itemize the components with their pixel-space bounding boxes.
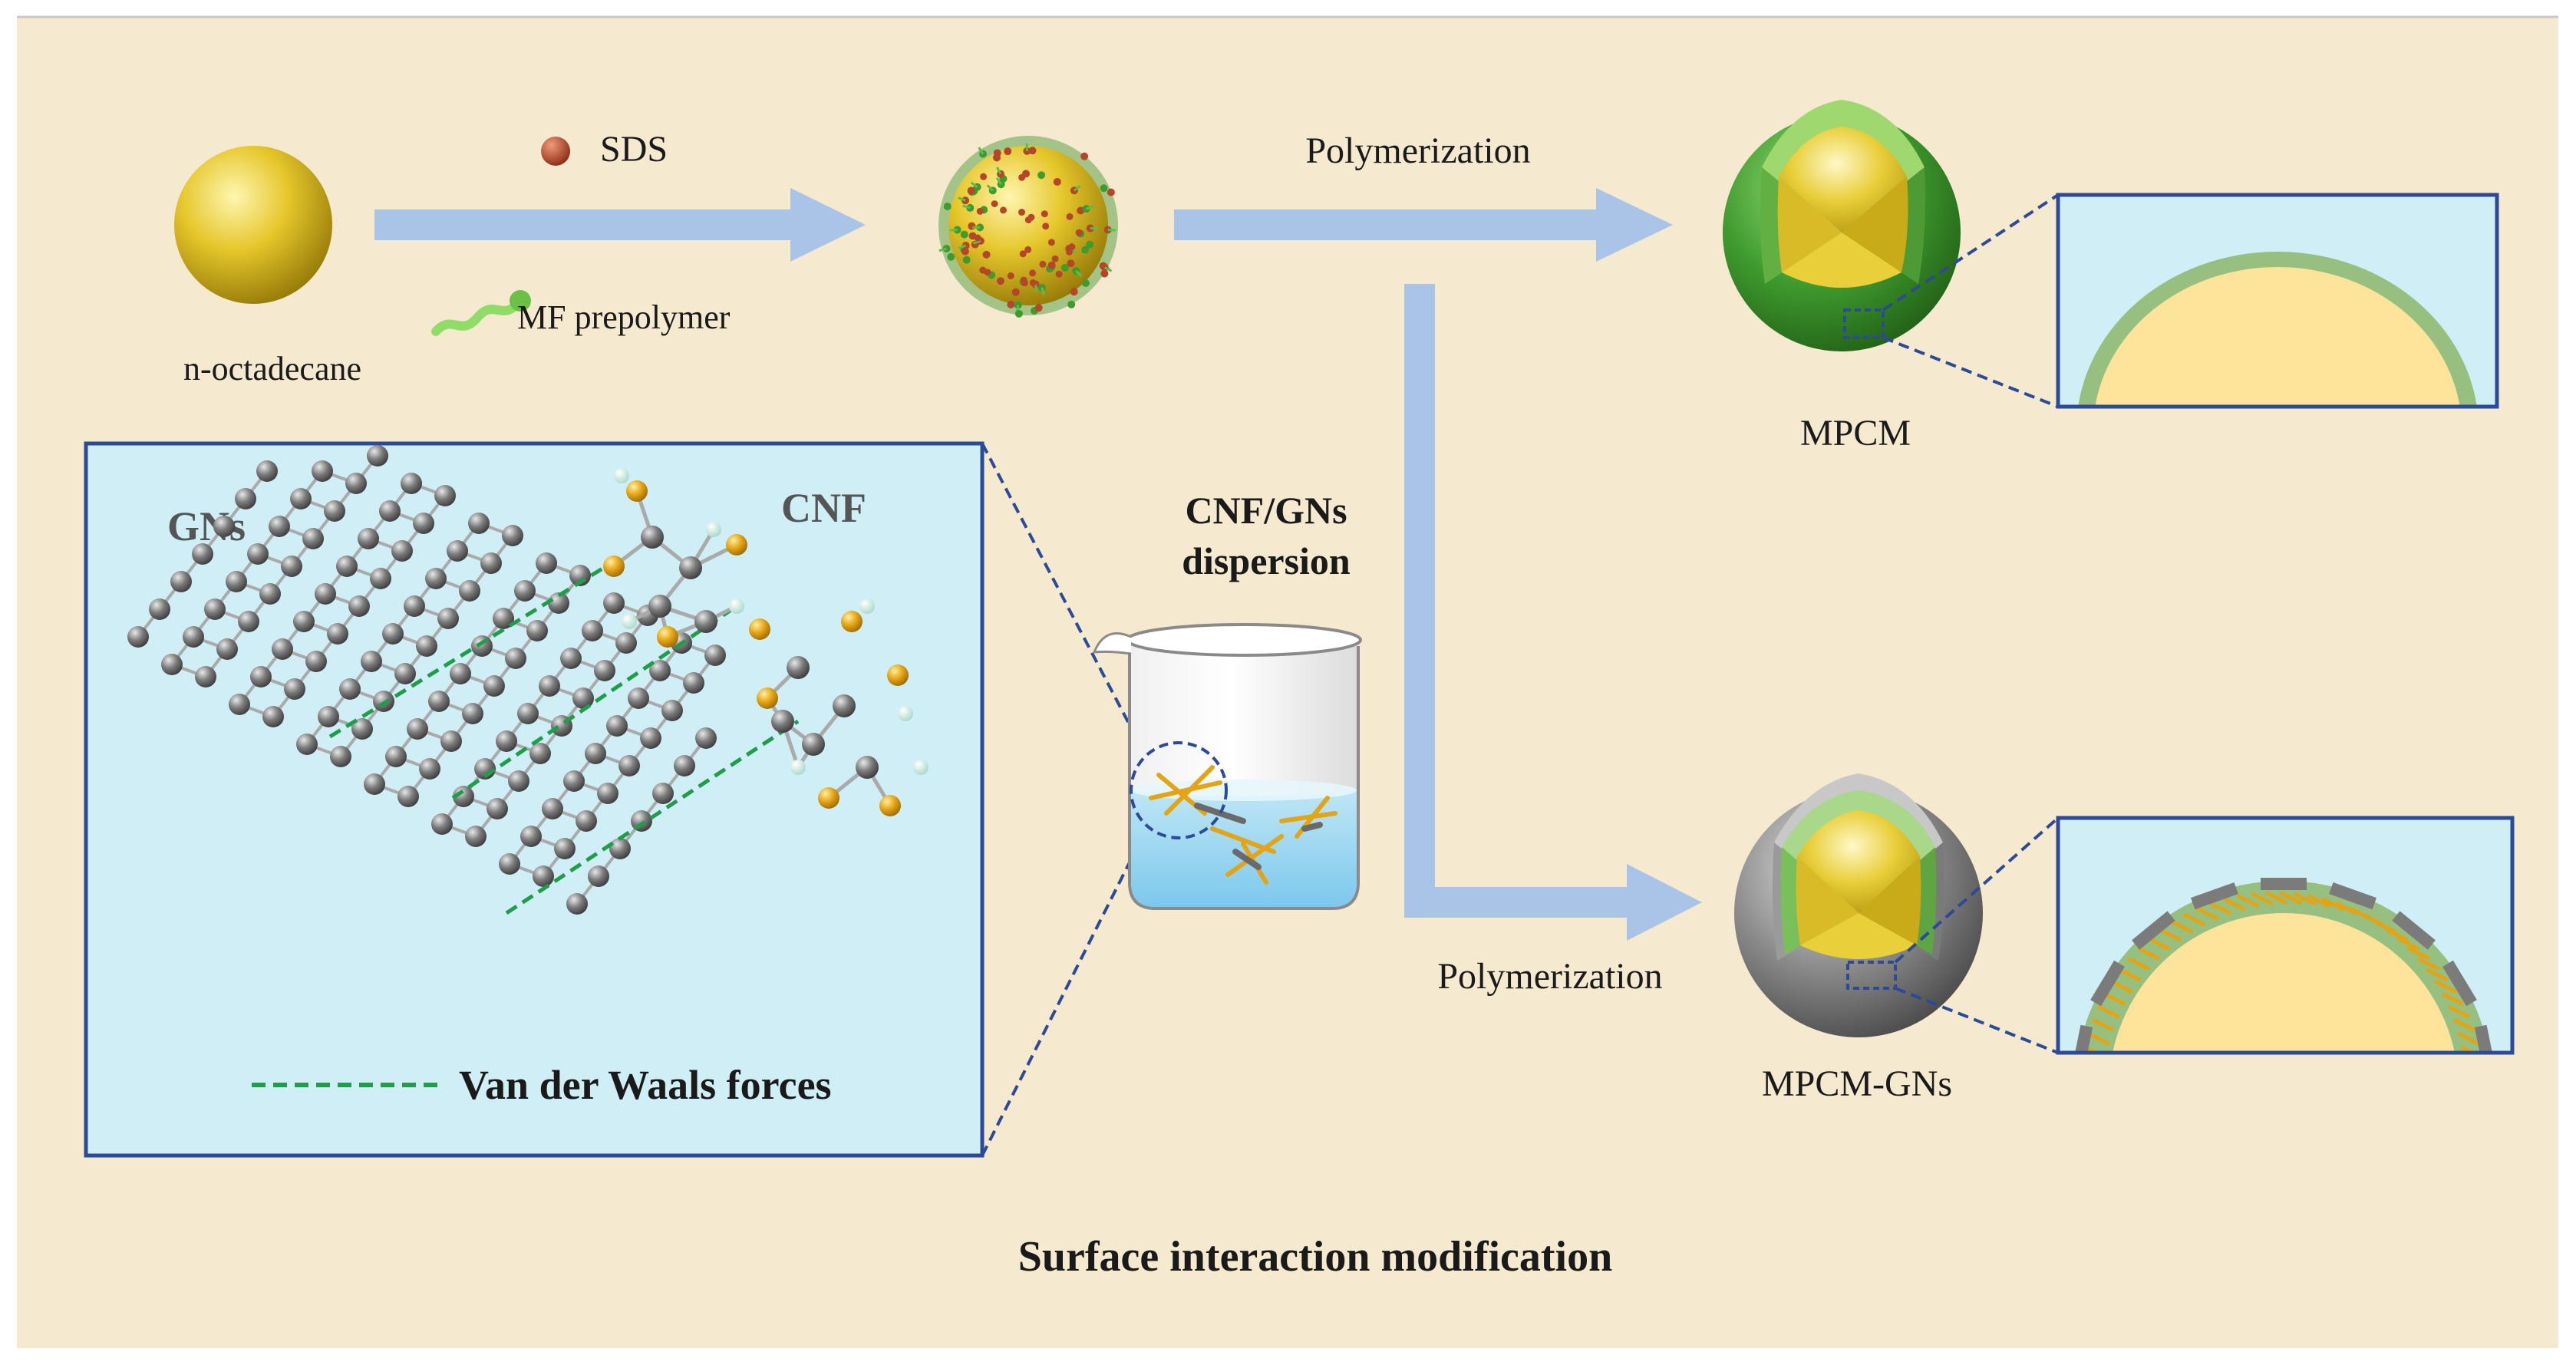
arrow-emulsification	[374, 188, 866, 262]
dispersion-label-line1: CNF/GNs	[1185, 489, 1347, 532]
mpcm-sphere	[1723, 100, 1961, 351]
polymerization-bottom-label: Polymerization	[1437, 956, 1662, 997]
mpcm-gns-label: MPCM-GNs	[1762, 1063, 1952, 1104]
arrow-polymerization-bottom	[1404, 284, 1702, 941]
cnf-gns-dispersion-beaker	[1092, 623, 1362, 910]
mf-prepolymer-label: MF prepolymer	[517, 298, 731, 336]
vdw-legend-label: Van der Waals forces	[459, 1062, 832, 1108]
figure-caption: Surface interaction modification	[1018, 1233, 1613, 1281]
gns-cnf-interaction-panel: GNs CNF Van der Waals forces	[84, 441, 985, 1158]
mpcm-shell-zoom-panel	[2056, 193, 2499, 409]
fiber-bundles	[1149, 765, 1337, 885]
beaker-zoom-circle	[1130, 741, 1228, 839]
van-der-waals-lines	[328, 564, 800, 915]
sds-label: SDS	[600, 129, 668, 170]
mpcm-label: MPCM	[1800, 413, 1911, 453]
sds-ball-icon	[541, 137, 570, 166]
mpcm-gns-sphere	[1734, 773, 1983, 1037]
cnf-label: CNF	[781, 485, 866, 531]
cnf-molecules	[603, 468, 928, 816]
n-octadecane-label: n-octadecane	[183, 350, 361, 387]
mpcm-gns-shell-zoom-panel	[2056, 816, 2515, 1055]
mpcm-gns-zoom-box	[1846, 961, 1897, 990]
arrow-polymerization-top	[1174, 188, 1673, 262]
mf-prepolymer-icon	[431, 298, 523, 336]
n-octadecane-sphere	[174, 146, 332, 304]
dispersion-label-line2: dispersion	[1182, 539, 1351, 582]
polymerization-top-label: Polymerization	[1305, 130, 1530, 171]
mpcm-zoom-box	[1843, 308, 1885, 339]
emulsion-droplet	[938, 136, 1118, 318]
graphene-sheet	[127, 445, 726, 915]
